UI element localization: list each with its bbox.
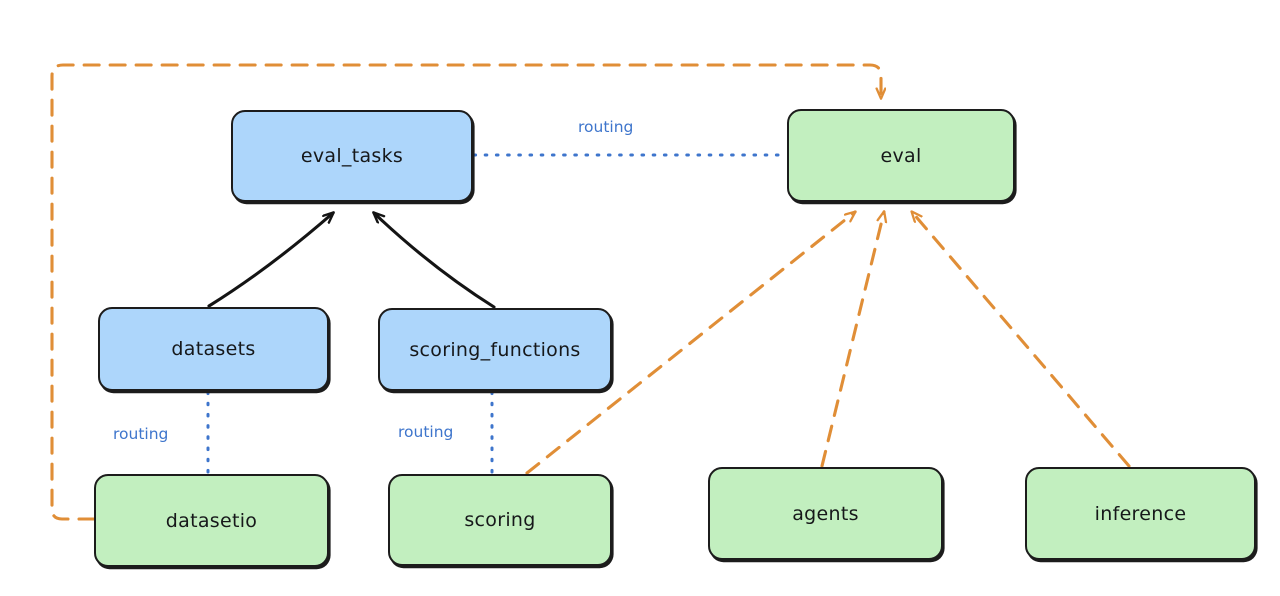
node-scoring[interactable]: scoring [388, 474, 612, 566]
node-eval[interactable]: eval [787, 109, 1015, 202]
node-label-datasetio: datasetio [165, 509, 258, 532]
node-eval-tasks[interactable]: eval_tasks [231, 110, 473, 202]
edge-scoring-functions-eval-tasks [374, 213, 496, 309]
edge-inference-eval [912, 212, 1131, 468]
node-datasetio[interactable]: datasetio [94, 474, 329, 567]
node-label-eval: eval [880, 144, 922, 167]
node-inference[interactable]: inference [1025, 467, 1256, 560]
node-label-agents: agents [792, 502, 859, 525]
edge-label-routing-datasets-datasetio: routing [113, 425, 169, 443]
edge-label-routing-eval-tasks-eval: routing [578, 118, 634, 136]
node-label-eval-tasks: eval_tasks [300, 145, 404, 167]
edge-datasets-eval-tasks [207, 213, 333, 308]
node-datasets[interactable]: datasets [98, 307, 329, 391]
node-label-inference: inference [1094, 502, 1187, 525]
edge-agents-eval [820, 212, 884, 468]
node-scoring-functions[interactable]: scoring_functions [378, 308, 612, 391]
node-label-datasets: datasets [171, 338, 256, 360]
node-agents[interactable]: agents [708, 467, 943, 560]
edge-label-routing-scoring-functions-scoring: routing [398, 423, 454, 441]
node-label-scoring-functions: scoring_functions [409, 338, 581, 361]
node-label-scoring: scoring [464, 509, 536, 531]
